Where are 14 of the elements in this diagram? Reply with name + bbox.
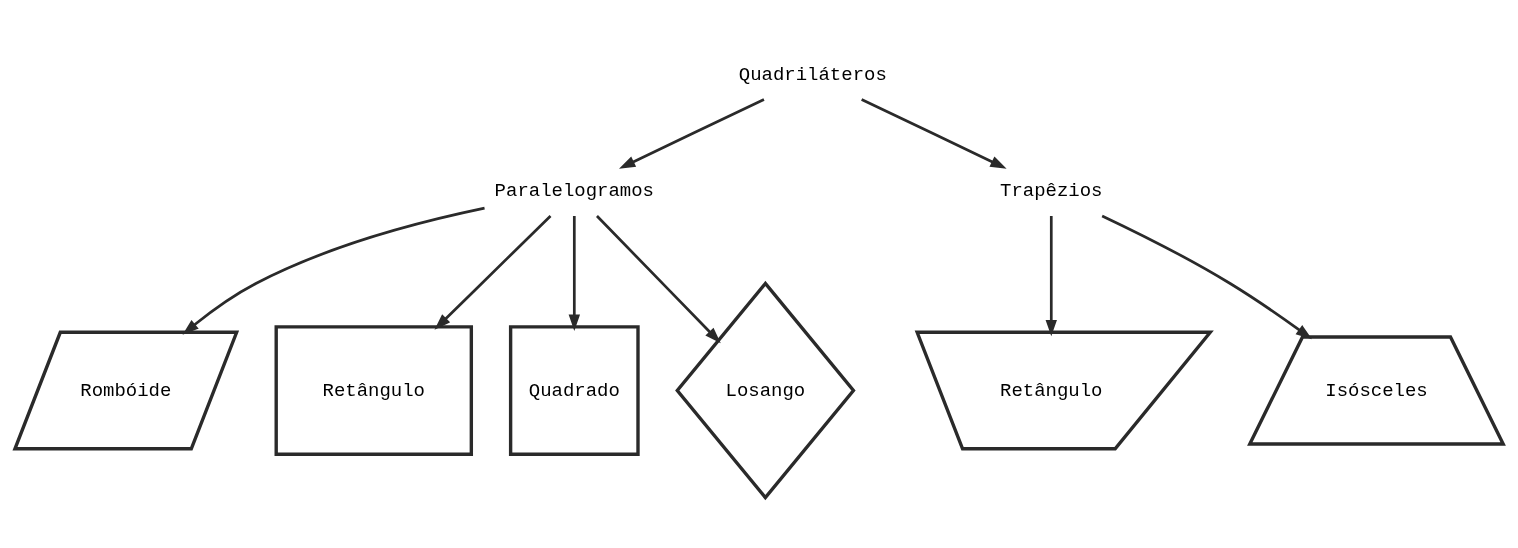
arrow: [596, 215, 721, 344]
arrow: [434, 215, 552, 330]
node-text: Quadriláteros: [738, 63, 887, 86]
node-box: Retângulo: [274, 325, 474, 456]
node-diamond: Losango: [675, 280, 856, 501]
arrow: [1045, 216, 1057, 337]
arrow: [568, 216, 580, 331]
node-text: Paralelogramos: [494, 180, 654, 203]
node-box: Quadrado: [508, 325, 640, 456]
arrow: [619, 98, 765, 169]
arrow: [182, 206, 485, 335]
arrow: [1101, 214, 1313, 340]
node-text: Trapêzios: [1000, 180, 1103, 203]
arrow: [861, 98, 1007, 169]
